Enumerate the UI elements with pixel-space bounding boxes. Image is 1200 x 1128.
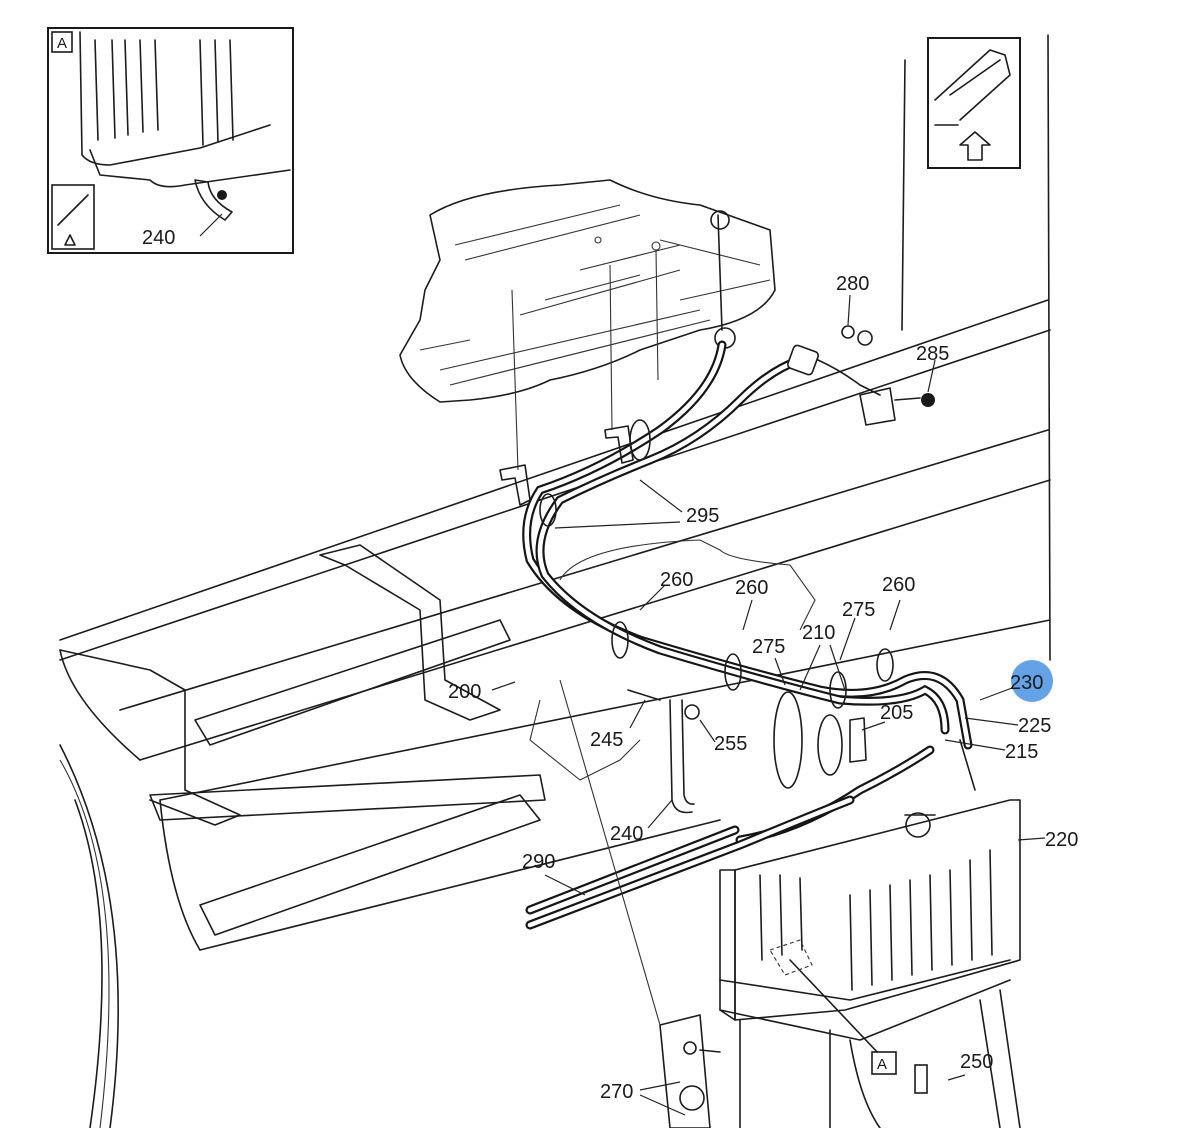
battery-ribs [759, 849, 993, 991]
callout-230[interactable]: 230 [1010, 672, 1043, 694]
callout-220: 220 [1045, 829, 1078, 851]
callout-260-b: 260 [735, 577, 768, 599]
callout-200: 200 [448, 681, 481, 703]
callout-275-b: 275 [842, 599, 875, 621]
highlight-marker-230[interactable] [1011, 660, 1053, 702]
battery-box [719, 739, 1021, 1128]
callout-215: 215 [1005, 741, 1038, 763]
callout-260-c: 260 [882, 574, 915, 596]
callout-255: 255 [714, 733, 747, 755]
relay-block [841, 325, 935, 426]
inset-orientation-frame [927, 37, 1021, 169]
callout-245: 245 [590, 729, 623, 751]
callout-205: 205 [880, 702, 913, 724]
callout-225: 225 [1018, 715, 1051, 737]
harness-envelope [529, 539, 816, 781]
callout-240: 240 [610, 823, 643, 845]
detail-marker-box [871, 1051, 897, 1075]
callout-285: 285 [916, 343, 949, 365]
mounting-drop-lines [511, 210, 736, 471]
bracket-270 [559, 679, 721, 1128]
detail-marker-label: A [877, 1056, 887, 1073]
strap-240 [627, 689, 700, 814]
callout-290: 290 [522, 851, 555, 873]
callout-295: 295 [686, 505, 719, 527]
callout-250: 250 [960, 1051, 993, 1073]
inset-a: A [47, 27, 294, 254]
wiring-harness [499, 340, 973, 930]
inset-a-marker-box [51, 31, 73, 53]
detail-arrow: A [769, 939, 897, 1075]
callout-275-a: 275 [752, 636, 785, 658]
callout-labels: 240 280 285 295 260 260 260 275 210 275 … [142, 227, 1078, 1103]
callout-270: 270 [600, 1081, 633, 1103]
inset-a-marker: A [57, 35, 67, 52]
leader-lines [199, 213, 1046, 1116]
callout-240-inset: 240 [142, 227, 175, 249]
callout-280: 280 [836, 273, 869, 295]
inset-orientation [927, 37, 1021, 169]
callout-210: 210 [802, 622, 835, 644]
callout-260-a: 260 [660, 569, 693, 591]
